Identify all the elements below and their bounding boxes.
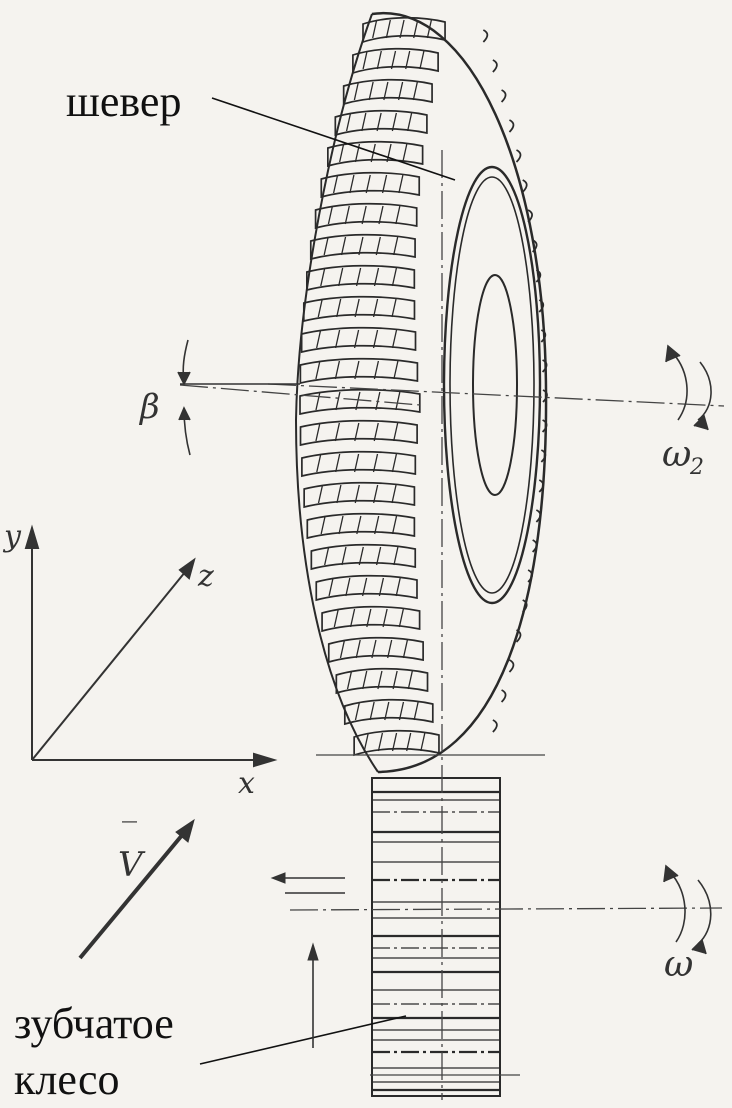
centerlines — [179, 150, 725, 1100]
shaver-tooth — [309, 233, 416, 261]
shaver-hub — [472, 274, 518, 496]
gear-axis-line — [289, 907, 723, 911]
velocity-bar: ‾ — [122, 817, 137, 852]
shaver-tooth — [299, 419, 418, 447]
shaver-rim-notch — [508, 119, 515, 133]
gear-leader-line — [199, 1015, 407, 1065]
axis-x-label: x — [238, 766, 255, 801]
shaver-rim-notch — [500, 89, 507, 103]
shaver-tooth — [314, 202, 418, 230]
shaver-rim-notch — [522, 179, 528, 193]
shaver-tooth — [303, 481, 416, 509]
shaver-tooth — [327, 636, 424, 664]
gear-label-line1: зубчатое — [14, 999, 174, 1048]
shaver-axis-line — [267, 383, 725, 407]
gear-wheel — [371, 777, 501, 1097]
shaver-tooth — [300, 326, 417, 354]
omega2-subscript: 2 — [689, 455, 704, 480]
feed-arrows — [270, 872, 345, 1048]
shaver-label: шевер — [66, 77, 181, 126]
shaver-face-inner-ring — [449, 176, 535, 594]
shaver-tooth — [320, 171, 421, 199]
shaver-tooth — [353, 729, 440, 757]
shaver-rim-notch — [492, 719, 498, 733]
shaver-rim — [371, 11, 548, 774]
rotation-omega-mark — [663, 864, 712, 955]
shaver-tooth — [301, 450, 417, 478]
gear-label-line2: клесо — [14, 1055, 120, 1104]
z-axis-line — [31, 565, 191, 761]
beta-symbol: β — [138, 387, 160, 427]
shaver-leader-line — [211, 97, 456, 181]
shaver-tooth — [321, 605, 421, 633]
beta-arrow-upper — [177, 371, 191, 386]
shaver-tooth — [302, 295, 416, 323]
shaver-tooth — [299, 357, 419, 385]
shaver-face-outer-ring — [442, 165, 542, 605]
shaver-tooth — [306, 264, 416, 292]
shaver-rim-notch — [482, 29, 489, 43]
shaver-rim-notch — [508, 659, 515, 673]
shaver-left-profile — [294, 13, 379, 773]
label-leaders — [199, 97, 456, 1065]
rotation-omega2-mark — [665, 344, 712, 431]
shaver-tooth — [352, 47, 439, 75]
omega2-symbol: ω — [662, 434, 691, 475]
shaver-tooth — [310, 543, 417, 571]
shaver-rim-notch — [492, 59, 498, 73]
shaver-tooth — [306, 512, 416, 540]
omega-symbol: ω — [664, 944, 693, 985]
shaver-tooth — [343, 698, 434, 726]
beta-angle-mark — [177, 339, 300, 456]
coordinate-axes — [24, 524, 278, 768]
shaver-tooth — [315, 574, 418, 602]
shaver-rim-notch — [515, 149, 522, 163]
axis-y-label: y — [2, 519, 22, 554]
shaver-cutter — [294, 11, 548, 774]
beta-arrow-lower — [178, 406, 191, 421]
axis-z-label: z — [197, 559, 214, 594]
shaver-tooth — [335, 667, 429, 695]
shaver-rim-notch — [500, 689, 507, 703]
x-axis-arrow — [253, 752, 278, 768]
shaver-tooth — [334, 109, 428, 137]
y-axis-arrow — [24, 524, 40, 549]
gear-tooth-lines — [372, 790, 500, 1092]
shaver-tooth — [342, 78, 433, 106]
velocity-arrow — [78, 818, 195, 960]
z-axis-arrow — [178, 557, 196, 580]
velocity-symbol: V — [118, 845, 146, 885]
shaver-tooth — [299, 388, 421, 416]
